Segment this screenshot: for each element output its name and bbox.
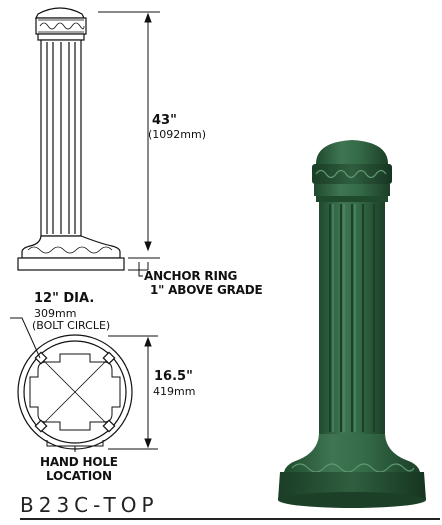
diameter-metric: 309mm <box>34 307 77 320</box>
hand-hole-bracket <box>46 440 104 452</box>
title-underline <box>20 518 440 520</box>
bolt-circle-note: (BOLT CIRCLE) <box>32 319 111 332</box>
anchor-ring-leader <box>138 262 143 277</box>
hand-hole-label-line1: HAND HOLE <box>40 455 118 469</box>
diameter-value: 12" DIA. <box>34 291 95 306</box>
height-metric: (1092mm) <box>148 128 207 141</box>
diameter-leader <box>10 317 41 359</box>
anchor-ring-label-line1: ANCHOR RING <box>144 269 238 283</box>
plan-view-drawing <box>17 334 133 450</box>
height-value: 43" <box>152 113 177 128</box>
base-width-dimension-line <box>108 335 158 450</box>
anchor-ring-label-line2: 1" ABOVE GRADE <box>150 283 263 297</box>
base-width-value: 16.5" <box>154 369 193 384</box>
height-dimension-line <box>98 11 160 271</box>
bollard-product-render <box>278 140 426 508</box>
model-number-title: B23C-TOP <box>20 493 159 517</box>
side-elevation-drawing <box>17 7 125 271</box>
hand-hole-label-line2: LOCATION <box>46 469 112 483</box>
base-width-metric: 419mm <box>153 385 196 398</box>
